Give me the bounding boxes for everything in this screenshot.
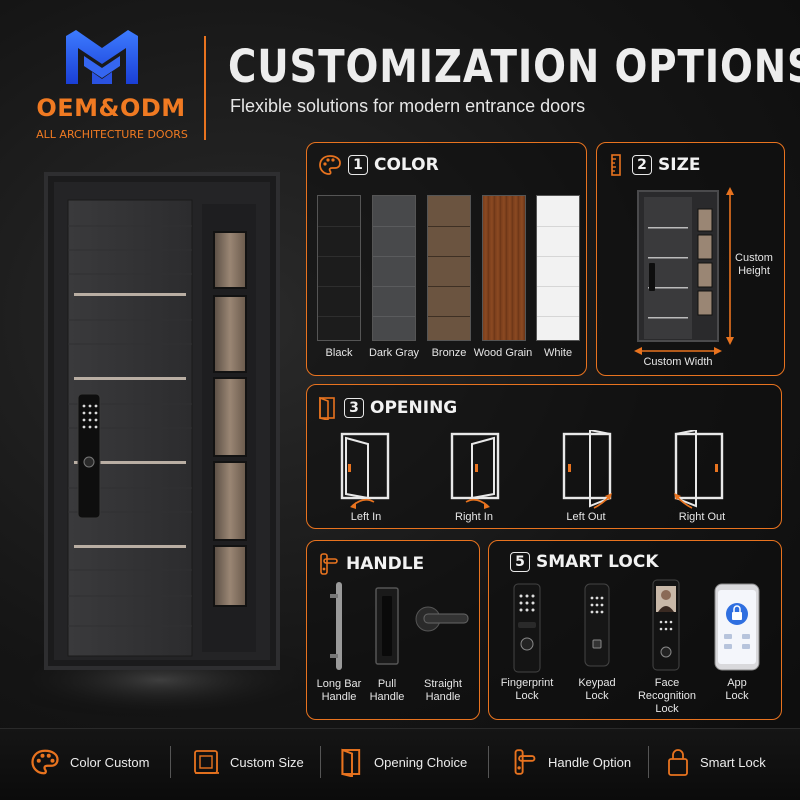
lock-label-app: App Lock bbox=[725, 677, 749, 702]
color-section-number: 1 bbox=[348, 155, 368, 175]
opening-label-left-out: Left Out bbox=[566, 511, 606, 523]
feature-color-custom: Color Custom bbox=[30, 744, 149, 780]
swatch-label-bronze: Bronze bbox=[431, 347, 467, 359]
feature-bar bbox=[0, 728, 800, 800]
feature-divider bbox=[488, 746, 489, 778]
custom-height-label: Custom Height bbox=[735, 252, 773, 277]
palette-icon bbox=[319, 155, 341, 175]
door-open-icon bbox=[341, 748, 361, 777]
swatch-bronze[interactable] bbox=[427, 195, 471, 341]
opening-panel-header: 3 OPENING bbox=[318, 396, 457, 420]
handle-panel-header: HANDLE bbox=[318, 552, 424, 576]
brand-tagline: ALL ARCHITECTURE DOORS bbox=[36, 128, 188, 141]
feature-handle-option: Handle Option bbox=[512, 744, 631, 780]
app-lock-phone-icon[interactable] bbox=[712, 582, 762, 672]
door-open-icon bbox=[319, 396, 335, 420]
size-section-number: 2 bbox=[632, 155, 652, 175]
pull-handle-icon[interactable] bbox=[372, 586, 402, 666]
feature-custom-size: Custom Size bbox=[192, 744, 304, 780]
feature-smart-lock: Smart Lock bbox=[666, 744, 766, 780]
feature-opening-choice: Opening Choice bbox=[340, 744, 467, 780]
lock-label-keypad: Keypad Lock bbox=[578, 677, 616, 702]
swatch-dark-gray[interactable] bbox=[372, 195, 416, 341]
brand-name: OEM&ODM bbox=[36, 94, 186, 122]
opening-label-right-in: Right In bbox=[455, 511, 493, 523]
swatch-label-black: Black bbox=[325, 347, 353, 359]
swatch-wood-grain[interactable] bbox=[482, 195, 526, 341]
color-section-title: COLOR bbox=[374, 155, 439, 175]
custom-width-label: Custom Width bbox=[643, 356, 713, 368]
door-handle-icon bbox=[514, 749, 536, 775]
size-section-title: SIZE bbox=[658, 155, 701, 175]
swatch-label-white: White bbox=[543, 347, 573, 359]
palette-icon bbox=[31, 749, 59, 775]
ruler-icon bbox=[611, 154, 621, 176]
opening-label-left-in: Left In bbox=[350, 511, 382, 523]
size-panel-header: 2 SIZE bbox=[606, 154, 701, 176]
opening-label-right-out: Right Out bbox=[678, 511, 726, 523]
smart-lock-section-number: 5 bbox=[510, 552, 530, 572]
handle-section-title: HANDLE bbox=[346, 554, 425, 574]
tape-measure-icon bbox=[194, 750, 219, 774]
face-recognition-lock-icon[interactable] bbox=[650, 578, 682, 672]
opening-left-in-icon[interactable] bbox=[338, 430, 398, 512]
page-subtitle: Flexible solutions for modern entrance d… bbox=[230, 96, 586, 116]
swatch-white[interactable] bbox=[536, 195, 580, 341]
opening-right-in-icon[interactable] bbox=[448, 430, 508, 512]
long-bar-handle-icon[interactable] bbox=[324, 580, 354, 672]
oem-odm-logo-icon bbox=[66, 30, 138, 84]
handle-label-long-bar: Long Bar Handle bbox=[316, 678, 362, 703]
swatch-label-wood-grain: Wood Grain bbox=[473, 347, 533, 359]
lock-label-fingerprint: Fingerprint Lock bbox=[500, 677, 554, 702]
swatch-black[interactable] bbox=[317, 195, 361, 341]
fingerprint-lock-icon[interactable] bbox=[510, 582, 544, 674]
smart-lock-section-title: SMART LOCK bbox=[536, 552, 659, 572]
feature-divider bbox=[320, 746, 321, 778]
lock-label-face-recognition: Face Recognition Lock bbox=[637, 677, 697, 715]
color-panel-header: 1 COLOR bbox=[318, 154, 439, 176]
smart-lock-panel-header: 5 SMART LOCK bbox=[510, 552, 659, 572]
main-door-image bbox=[30, 172, 300, 720]
feature-divider bbox=[170, 746, 171, 778]
size-door-diagram bbox=[634, 187, 734, 355]
opening-right-out-icon[interactable] bbox=[672, 430, 732, 512]
padlock-icon bbox=[668, 749, 688, 776]
door-handle-icon bbox=[320, 553, 338, 575]
opening-panel bbox=[306, 384, 782, 529]
keypad-lock-icon[interactable] bbox=[582, 582, 612, 668]
straight-handle-icon[interactable] bbox=[414, 602, 470, 636]
opening-section-number: 3 bbox=[344, 398, 364, 418]
handle-label-pull: Pull Handle bbox=[369, 678, 405, 703]
opening-section-title: OPENING bbox=[370, 398, 458, 418]
header-divider bbox=[204, 36, 206, 140]
handle-label-straight: Straight Handle bbox=[424, 678, 462, 703]
opening-left-out-icon[interactable] bbox=[560, 430, 620, 512]
swatch-label-dark-gray: Dark Gray bbox=[368, 347, 420, 359]
page-title: CUSTOMIZATION OPTIONS bbox=[228, 40, 800, 93]
feature-divider bbox=[648, 746, 649, 778]
